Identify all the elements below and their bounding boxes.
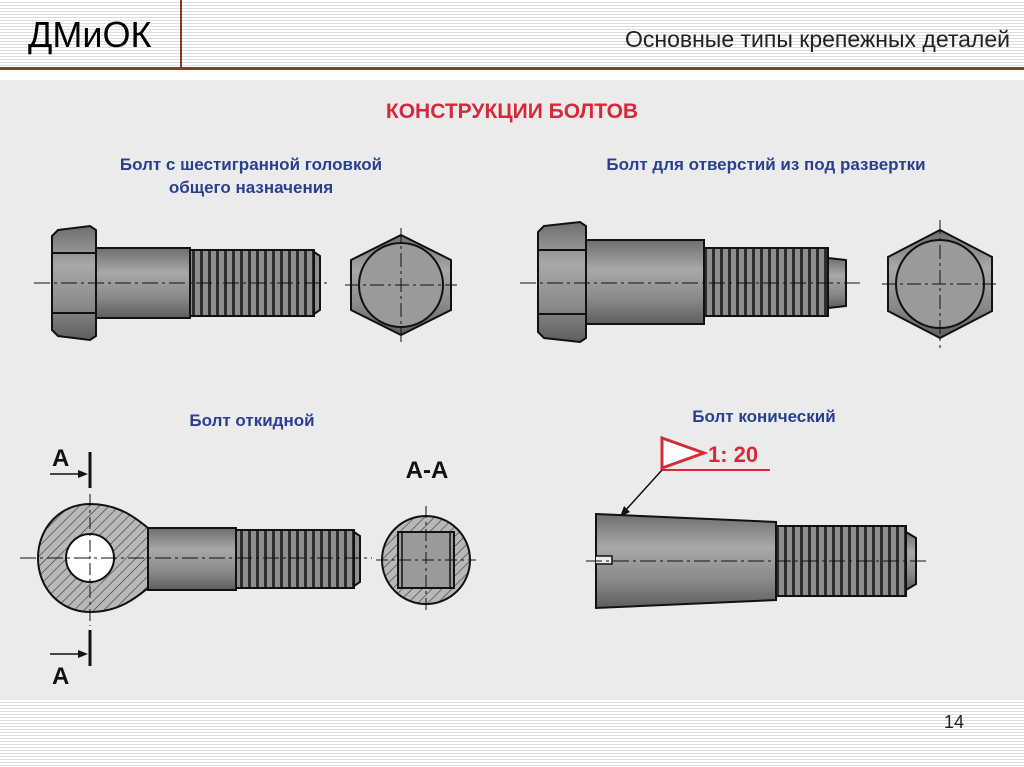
eye-bolt-group: Болт откидной А А А-А (20, 411, 476, 690)
hex-bolt-group: Болт с шестигранной головкой общего назн… (34, 155, 457, 342)
reamer-bolt-end-view (882, 220, 998, 348)
page-number: 14 (943, 712, 964, 732)
hex-bolt-end-view (345, 228, 457, 342)
diagram-title: КОНСТРУКЦИИ БОЛТОВ (386, 100, 638, 123)
header-rule (0, 67, 1024, 70)
section-label: А-А (406, 457, 449, 484)
section-mark-bottom: А (52, 663, 69, 690)
bolt-diagram: КОНСТРУКЦИИ БОЛТОВ Болт с шестигранной г… (20, 100, 998, 690)
logo: ДМиОК (28, 14, 152, 55)
taper-symbol: 1: 20 (620, 435, 770, 517)
taper-ratio: 1: 20 (708, 442, 758, 467)
header-divider (180, 0, 182, 68)
taper-bolt-label: Болт конический (692, 407, 835, 426)
slide-footer: 14 (0, 700, 1024, 767)
hex-bolt-label-line2: общего назначения (169, 178, 333, 197)
slide-title: Основные типы крепежных деталей (625, 26, 1010, 52)
eye-bolt-label: Болт откидной (189, 411, 314, 430)
taper-bolt-group: Болт конический 1: 20 (586, 407, 930, 610)
reamer-bolt-group: Болт для отверстий из под развертки (520, 155, 998, 348)
reamer-bolt-label: Болт для отверстий из под развертки (606, 155, 925, 174)
taper-bolt-side-view (595, 512, 917, 610)
slide-header: ДМиОК Основные типы крепежных деталей (0, 0, 1024, 70)
hex-bolt-label-line1: Болт с шестигранной головкой (120, 155, 382, 174)
diagram-area: КОНСТРУКЦИИ БОЛТОВ Болт с шестигранной г… (0, 80, 1024, 700)
eye-bolt-side-view (36, 502, 361, 614)
section-mark-top: А (52, 445, 69, 472)
reamer-bolt-side-view (537, 220, 847, 344)
